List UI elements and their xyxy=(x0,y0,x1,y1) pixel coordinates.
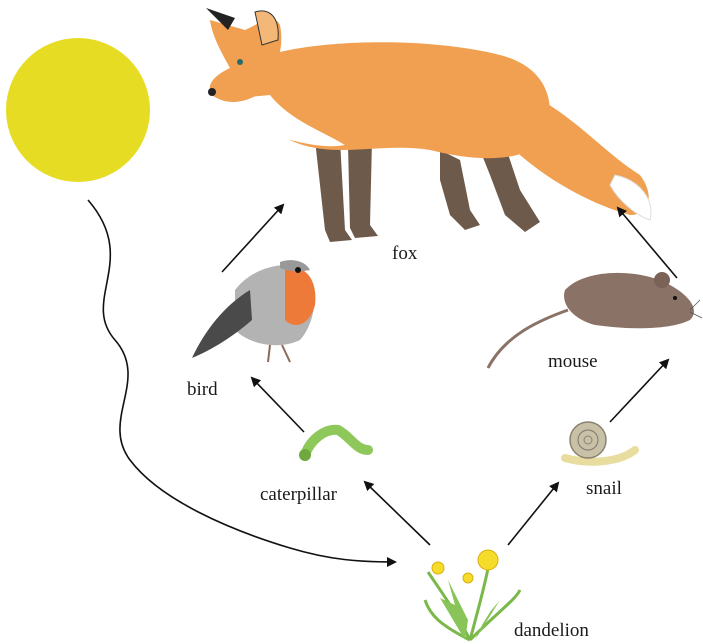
snail-icon xyxy=(565,422,635,462)
label-snail: snail xyxy=(586,478,622,500)
dandelion-icon xyxy=(425,550,520,640)
arrow-caterpillar-to-bird xyxy=(252,378,304,432)
label-bird: bird xyxy=(187,379,218,401)
arrow-snail-to-mouse xyxy=(610,360,668,422)
label-mouse: mouse xyxy=(548,351,598,373)
caterpillar-icon xyxy=(299,430,368,461)
arrow-dandelion-to-snail xyxy=(508,483,558,545)
arrow-dandelion-to-caterpillar xyxy=(365,482,430,545)
sun-icon xyxy=(6,38,150,182)
fox-icon xyxy=(206,8,651,242)
bird-icon xyxy=(192,260,315,362)
label-dandelion: dandelion xyxy=(514,620,589,642)
label-fox: fox xyxy=(392,243,417,265)
label-caterpillar: caterpillar xyxy=(260,484,337,506)
sun-energy-arrow xyxy=(88,200,395,562)
arrow-bird-to-fox xyxy=(222,205,283,272)
